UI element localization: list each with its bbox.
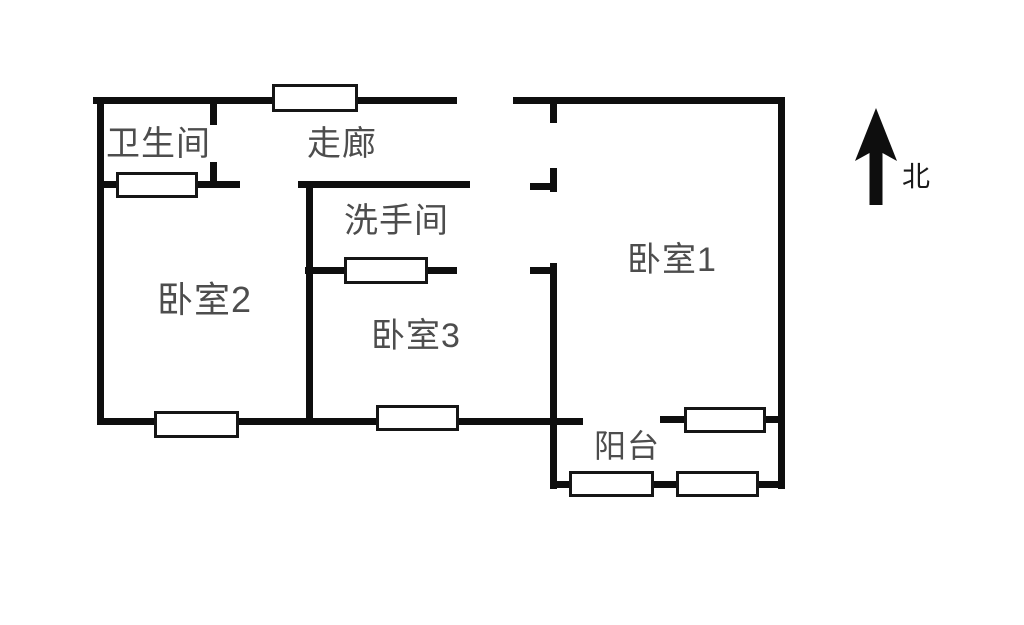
corridor-label: 走廊 [307, 125, 377, 163]
north-arrow-icon [855, 108, 897, 205]
bedroom1-label: 卧室1 [627, 241, 717, 279]
bedroom3-bottom-window [376, 405, 459, 431]
bedroom2-label: 卧室2 [157, 279, 253, 320]
washroom-label: 洗手间 [344, 202, 449, 240]
top-wall-right [513, 97, 785, 104]
balcony-label: 阳台 [594, 428, 661, 464]
balcony-bottom-wall [550, 481, 782, 488]
bathroom-label: 卫生间 [106, 125, 211, 163]
balcony-right-top-window [684, 407, 766, 433]
balcony-bottom-window-right [676, 471, 759, 497]
left-wall [97, 97, 104, 425]
bathroom-right-wall-lower [210, 162, 217, 188]
bedroom2-bottom-window [154, 411, 239, 438]
bed1-left-wall-top-stub [550, 97, 557, 123]
bed1-left-wall-main [550, 263, 557, 489]
bed2-bed3-divider-wall [306, 181, 313, 425]
balcony-bottom-window-left [569, 471, 654, 497]
north-label: 北 [902, 161, 931, 192]
corridor-tick-upper [530, 183, 556, 190]
washroom-window [344, 257, 428, 284]
bathroom-right-wall-upper [210, 97, 217, 125]
corridor-top-window [272, 84, 358, 112]
washroom-top-wall [298, 181, 470, 188]
compass: 北 [850, 105, 970, 215]
right-wall [778, 97, 785, 489]
corridor-tick-lower [530, 267, 556, 274]
main-bottom-wall [97, 418, 583, 425]
bedroom3-label: 卧室3 [371, 317, 461, 355]
bathroom-window [116, 172, 198, 198]
bed1-left-wall-mid-stub [550, 168, 557, 192]
